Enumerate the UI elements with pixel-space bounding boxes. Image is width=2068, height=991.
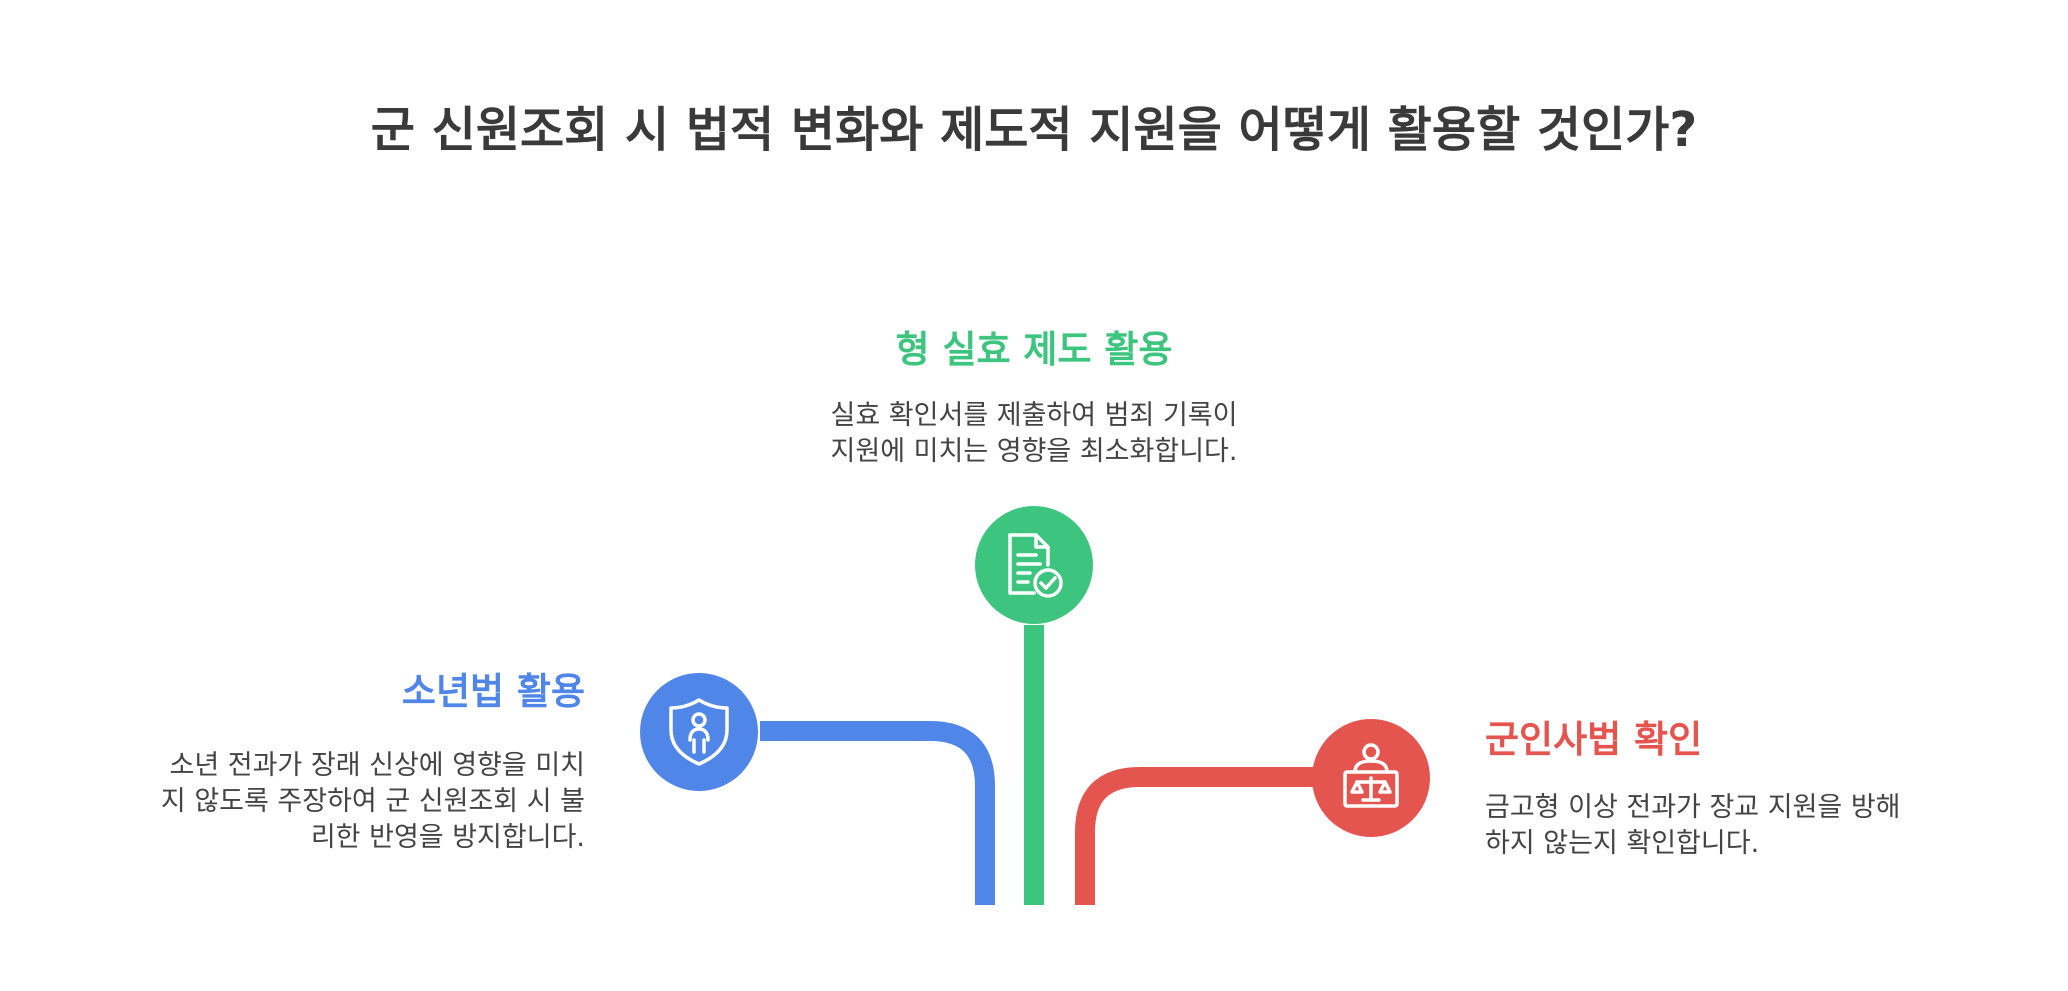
branch-top-heading: 형 실효 제도 활용 [895,328,1173,371]
branch-left-line-2: 지 않도록 주장하여 군 신원조회 시 불 [160,786,585,817]
branch-left-line-3: 리한 반영을 방지합니다. [310,822,585,853]
branch-right-heading: 군인사법 확인 [1485,718,1703,761]
branch-right-line-2: 하지 않는지 확인합니다. [1485,828,1760,859]
branch-left-heading: 소년법 활용 [401,670,585,713]
branch-right-description: 금고형 이상 전과가 장교 지원을 방해 하지 않는지 확인합니다. [1485,790,2045,862]
red-connector [1075,767,1315,905]
branch-top-line-1: 실효 확인서를 제출하여 범죄 기록이 [830,400,1238,431]
judge-scales-icon [1312,719,1430,837]
shield-person-icon [640,673,758,791]
branch-left-line-1: 소년 전과가 장래 신상에 영향을 미치 [169,750,585,781]
blue-connector [760,721,995,905]
branch-right-line-1: 금고형 이상 전과가 장교 지원을 방해 [1485,792,1901,823]
branch-top-description: 실효 확인서를 제출하여 범죄 기록이 지원에 미치는 영향을 최소화합니다. [734,398,1334,470]
branch-top-line-2: 지원에 미치는 영향을 최소화합니다. [830,436,1238,467]
branch-left-description: 소년 전과가 장래 신상에 영향을 미치 지 않도록 주장하여 군 신원조회 시… [80,748,585,856]
document-check-icon [975,506,1093,624]
diagram-title: 군 신원조회 시 법적 변화와 제도적 지원을 어떻게 활용할 것인가? [370,102,1698,158]
